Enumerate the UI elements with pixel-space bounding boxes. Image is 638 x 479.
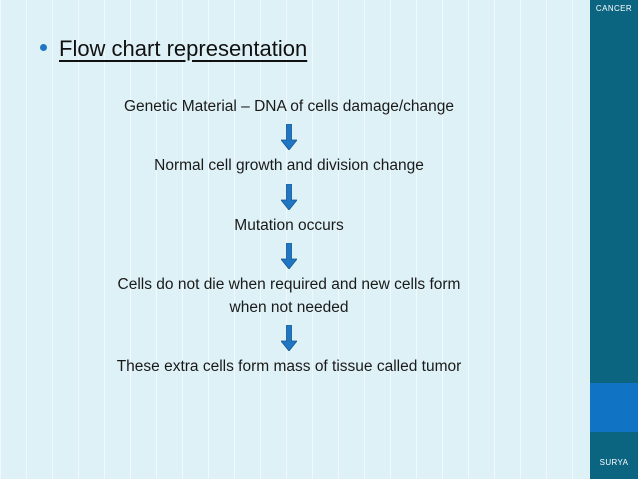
down-arrow-icon	[281, 183, 297, 210]
flow-step: These extra cells form mass of tissue ca…	[116, 358, 462, 376]
bullet-dot-icon	[40, 44, 47, 51]
down-arrow-icon	[281, 325, 297, 352]
sidebar: CANCER SURYA	[590, 0, 638, 479]
flow-step: Cells do not die when required and new c…	[117, 276, 461, 316]
flow-step: Mutation occurs	[234, 216, 344, 234]
flow-chart: Genetic Material – DNA of cells damage/c…	[0, 96, 578, 379]
down-arrow-icon	[281, 124, 297, 151]
flow-step: Genetic Material – DNA of cells damage/c…	[124, 98, 454, 115]
sidebar-title: CANCER	[595, 4, 633, 13]
page-title-text: Flow chart representation	[59, 36, 308, 61]
sidebar-footer: SURYA	[599, 458, 629, 467]
sidebar-accent-band	[590, 383, 638, 432]
page-title: Flow chart representation	[40, 36, 307, 62]
down-arrow-icon	[281, 243, 297, 270]
flow-step: Normal cell growth and division change	[154, 157, 424, 175]
